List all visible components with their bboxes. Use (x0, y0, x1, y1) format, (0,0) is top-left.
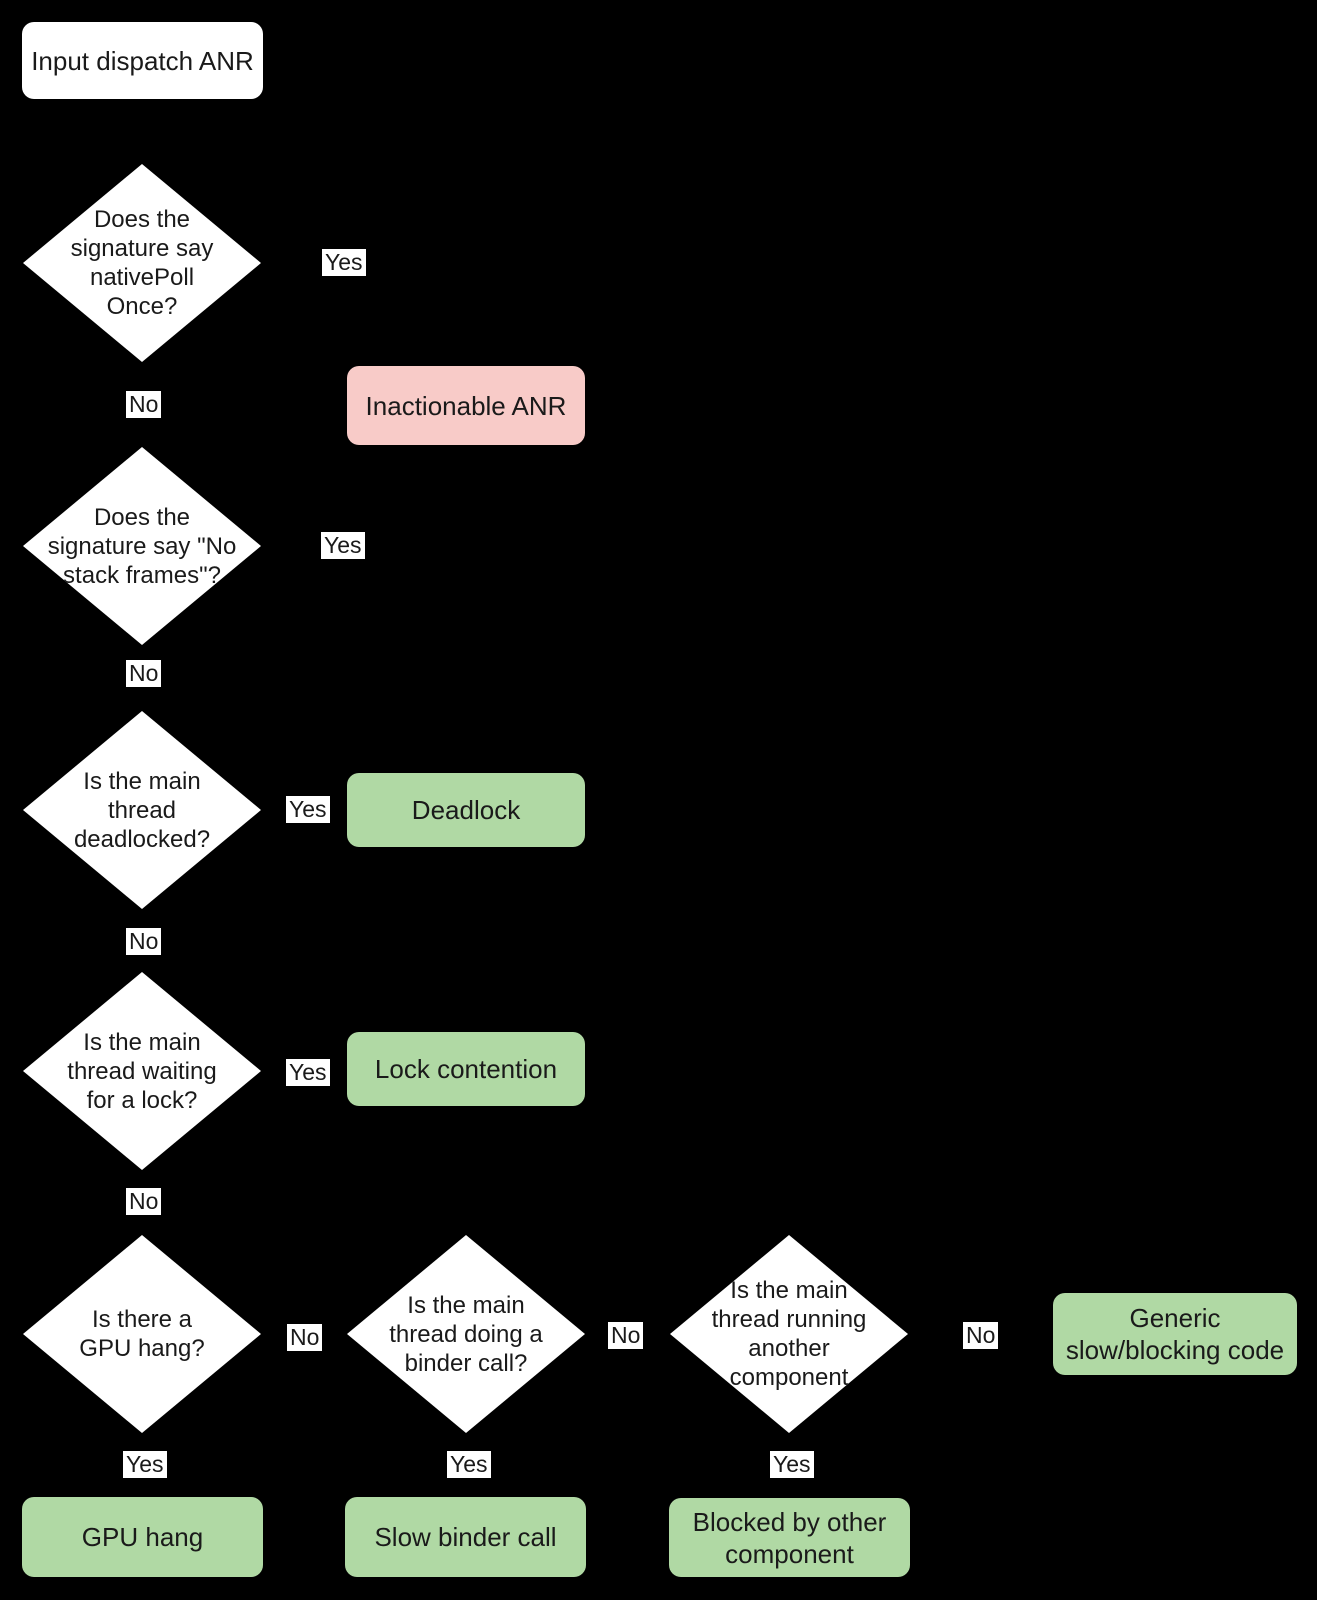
outcome-generic-slow-blocking-label: Generic slow/blocking code (1065, 1303, 1285, 1365)
outcome-generic-slow-blocking: Generic slow/blocking code (1053, 1293, 1297, 1375)
outcome-blocked-by-other-component-label: Blocked by other component (692, 1506, 887, 1569)
outcome-slow-binder-call: Slow binder call (345, 1497, 586, 1577)
decision-binder-call: Is the main thread doing a binder call? (347, 1235, 585, 1433)
outcome-deadlock-label: Deadlock (411, 795, 521, 825)
edge-label-no-no-stack-frames: No (126, 660, 162, 687)
start-node-label: Input dispatch ANR (31, 45, 254, 76)
edge-label-no-deadlocked: No (126, 928, 162, 955)
edge-label-yes-binder-call: Yes (447, 1451, 491, 1478)
decision-deadlocked: Is the main thread deadlocked? (23, 711, 261, 909)
outcome-lock-contention: Lock contention (347, 1032, 585, 1106)
decision-nativepollonce-label: Does the signature say nativePoll Once? (70, 206, 214, 320)
edge-label-no-nativepollonce: No (126, 391, 162, 418)
outcome-gpu-hang: GPU hang (22, 1497, 263, 1577)
edge-label-yes-no-stack-frames: Yes (321, 532, 365, 559)
decision-waiting-for-lock: Is the main thread waiting for a lock? (23, 972, 261, 1170)
decision-no-stack-frames-label: Does the signature say "No stack frames"… (47, 503, 237, 589)
outcome-slow-binder-call-label: Slow binder call (374, 1522, 557, 1552)
edge-label-no-gpu-hang: No (287, 1324, 323, 1351)
decision-no-stack-frames: Does the signature say "No stack frames"… (23, 447, 261, 645)
edge-label-no-waiting-for-lock: No (126, 1188, 162, 1215)
outcome-gpu-hang-label: GPU hang (81, 1522, 204, 1552)
decision-other-component-label: Is the main thread running another compo… (711, 1277, 867, 1391)
decision-binder-call-label: Is the main thread doing a binder call? (389, 1291, 543, 1377)
outcome-blocked-by-other-component: Blocked by other component (669, 1498, 910, 1577)
decision-deadlocked-label: Is the main thread deadlocked? (73, 767, 211, 853)
outcome-inactionable-anr: Inactionable ANR (347, 366, 585, 445)
decision-nativepollonce: Does the signature say nativePoll Once? (23, 164, 261, 362)
outcome-inactionable-anr-label: Inactionable ANR (365, 390, 567, 421)
edge-label-yes-other-component: Yes (770, 1451, 814, 1478)
edge-label-no-binder-call: No (608, 1322, 644, 1349)
edge-label-yes-waiting-for-lock: Yes (286, 1059, 330, 1086)
decision-gpu-hang-label: Is there a GPU hang? (79, 1306, 205, 1362)
edge-label-yes-deadlocked: Yes (286, 796, 330, 823)
edge-label-yes-nativepollonce: Yes (322, 249, 366, 276)
outcome-deadlock: Deadlock (347, 773, 585, 847)
edge-label-no-other-component: No (963, 1322, 999, 1349)
outcome-lock-contention-label: Lock contention (374, 1054, 558, 1084)
decision-waiting-for-lock-label: Is the main thread waiting for a lock? (67, 1028, 217, 1114)
decision-gpu-hang: Is there a GPU hang? (23, 1235, 261, 1433)
edge-label-yes-gpu-hang: Yes (123, 1451, 167, 1478)
start-node-input-dispatch-anr: Input dispatch ANR (22, 22, 263, 99)
decision-other-component: Is the main thread running another compo… (670, 1235, 908, 1433)
